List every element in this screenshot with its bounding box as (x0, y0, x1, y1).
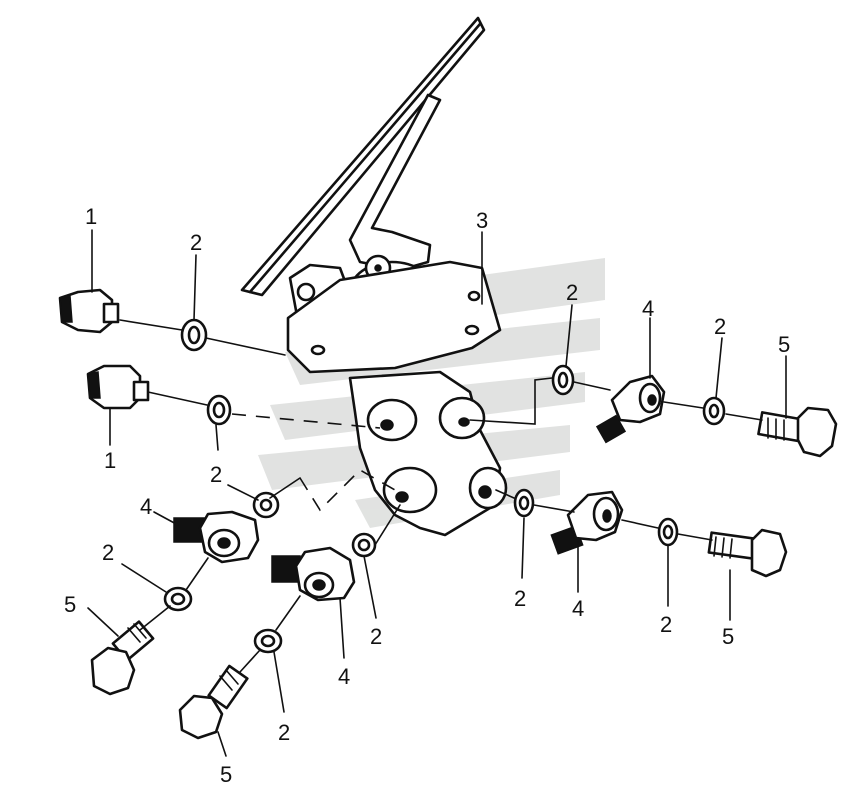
callout-1-lower: 1 (104, 448, 116, 473)
banjo-fitting-upper-right (595, 374, 666, 444)
callout-5-right-upper: 5 (778, 332, 790, 357)
callout-2-upper-left: 2 (190, 230, 202, 255)
assembly-guide-lines (119, 319, 763, 673)
callout-4-left: 4 (140, 494, 152, 519)
fitting-1-upper (58, 288, 120, 334)
callout-2-bottom: 2 (278, 720, 290, 745)
washer-centre-low (351, 532, 377, 558)
banjo-fitting-bottom (271, 546, 356, 602)
banjo-fitting-left (173, 510, 260, 564)
callout-5-right-lower: 5 (722, 624, 734, 649)
brake-valve-assembly (240, 16, 508, 537)
callout-2-upper-right: 2 (566, 280, 578, 305)
banjo-bolt-left (90, 620, 155, 696)
callout-3: 3 (476, 208, 488, 233)
pedal-plate (240, 16, 486, 297)
callout-5-bottom: 5 (220, 762, 232, 787)
callout-5-left: 5 (64, 592, 76, 617)
callout-2-centre-low: 2 (370, 624, 382, 649)
valve-flange (286, 260, 502, 374)
callout-2-mid-left: 2 (210, 462, 222, 487)
leader-lines (87, 229, 787, 757)
banjo-fitting-lower-right (550, 490, 624, 555)
callout-2-right-mid: 2 (514, 586, 526, 611)
washer-right-mid (513, 488, 535, 518)
banjo-bolt-right-upper (757, 406, 838, 458)
washer-left-low (163, 586, 193, 612)
port-lower-left (382, 466, 438, 514)
callout-labels: 1 1 2 2 2 2 2 2 2 2 2 3 4 4 4 4 5 5 5 5 (64, 204, 790, 787)
callout-2-right-low: 2 (660, 612, 672, 637)
washer-lower-left (252, 491, 280, 519)
callout-4-lower-right: 4 (572, 596, 584, 621)
callout-1-upper: 1 (85, 204, 97, 229)
fitting-1-lower (86, 364, 150, 410)
port-upper-left (366, 398, 418, 442)
washer-far-right-upper (702, 396, 726, 426)
washer-bottom-mid (253, 628, 283, 654)
washer-far-right-lower (657, 517, 679, 547)
callout-4-bottom: 4 (338, 664, 350, 689)
washer-mid-left (206, 394, 232, 426)
callout-2-far-right: 2 (714, 314, 726, 339)
washer-upper-left (180, 318, 208, 352)
washer-upper-right (551, 364, 575, 396)
callout-2-left-low: 2 (102, 540, 114, 565)
banjo-bolt-bottom (178, 664, 249, 740)
banjo-bolt-right-lower (707, 528, 788, 578)
callout-4-upper-right: 4 (642, 296, 654, 321)
